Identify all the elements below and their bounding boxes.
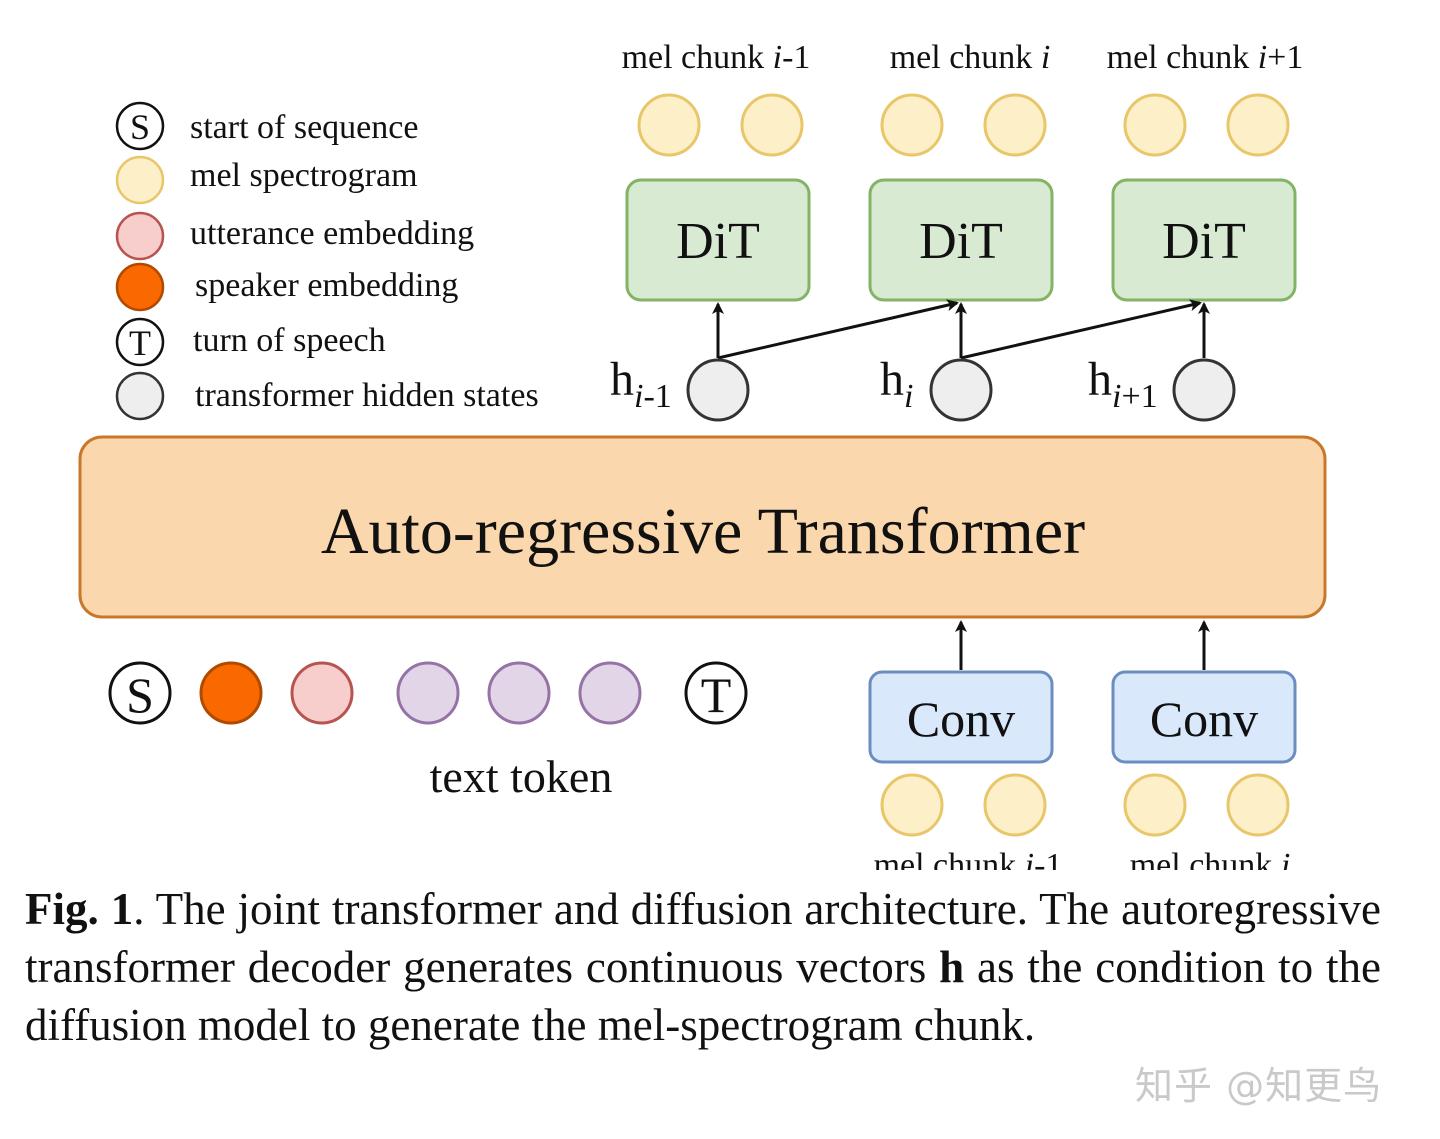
input-tokens: S T text token — [108, 661, 748, 802]
hidden-to-dit-arrows — [712, 299, 1210, 360]
bottom-chunk-label: mel chunk i-1 — [874, 847, 1063, 870]
top-chunk-label: mel chunk i — [890, 39, 1051, 76]
start-token — [108, 661, 172, 725]
caption-text: as the condition to the diffusion model … — [25, 942, 1381, 1050]
hidden-state-circle — [686, 358, 750, 422]
start-token-letter: S — [126, 667, 154, 723]
legend-label: utterance embedding — [190, 215, 474, 252]
hidden-states: hi-1 hi hi+1 — [610, 353, 1236, 422]
legend-item-speaker: speaker embedding — [115, 262, 458, 312]
turn-symbol-letter: T — [129, 323, 151, 363]
mel-frame-circle — [1226, 773, 1290, 837]
hidden-state-circle — [929, 358, 993, 422]
conv-to-transformer-arrows — [955, 620, 1210, 670]
dit-box — [625, 178, 811, 302]
hidden-state-label: hi-1 — [610, 353, 672, 415]
dit-block-1: DiT — [625, 178, 811, 302]
hidden-state-circle — [1172, 358, 1236, 422]
top-chunk-labels: mel chunk i-1 mel chunk i mel chunk i+1 — [622, 39, 1304, 76]
text-token-label: text token — [430, 751, 613, 802]
dit-label: DiT — [1162, 213, 1246, 270]
hidden-state-label: hi — [880, 353, 913, 415]
legend-label: speaker embedding — [195, 267, 458, 304]
caption-bold-symbol: h — [939, 942, 965, 992]
turn-token-letter: T — [701, 667, 732, 723]
turn-token — [684, 661, 748, 725]
legend-item-turn: T turn of speech — [115, 317, 386, 367]
utterance-embedding-token — [290, 661, 354, 725]
turn-symbol-icon — [115, 317, 165, 367]
legend-label: start of sequence — [190, 109, 418, 146]
transformer-label: Auto-regressive Transformer — [321, 495, 1085, 568]
text-token — [578, 661, 642, 725]
figure-number: Fig. 1 — [25, 884, 134, 934]
speaker-embedding-icon — [115, 262, 165, 312]
mel-frame-circle — [1123, 773, 1187, 837]
legend-item-mel: mel spectrogram — [115, 155, 418, 205]
legend-label: turn of speech — [193, 322, 386, 359]
mel-frame-circle — [983, 773, 1047, 837]
mel-frame-circle — [1123, 93, 1187, 157]
start-symbol-letter: S — [130, 107, 150, 147]
top-chunk-label: mel chunk i-1 — [622, 39, 811, 76]
mel-frame-circle — [637, 93, 701, 157]
legend-label: mel spectrogram — [190, 157, 418, 194]
speaker-embedding-token — [199, 661, 263, 725]
figure-caption: Fig. 1. The joint transformer and diffus… — [25, 880, 1381, 1054]
conv-block-1: Conv — [868, 670, 1054, 764]
mel-frame-circle — [740, 93, 804, 157]
arrow-diagonal — [960, 299, 1202, 360]
legend-label: transformer hidden states — [195, 377, 539, 414]
mel-frame-circle — [983, 93, 1047, 157]
hidden-state-icon — [115, 371, 165, 421]
legend: S start of sequence mel spectrogram utte… — [115, 101, 539, 421]
mel-frame-circle — [1226, 93, 1290, 157]
top-chunk-label: mel chunk i+1 — [1107, 39, 1304, 76]
transformer-box — [78, 435, 1327, 619]
bottom-chunk-labels: mel chunk i-1 mel chunk i — [874, 847, 1291, 870]
text-token — [396, 661, 460, 725]
conv-box — [868, 670, 1054, 764]
dit-label: DiT — [676, 213, 760, 270]
legend-item-start: S start of sequence — [115, 101, 418, 151]
top-mel-circles — [637, 93, 1290, 157]
transformer-block: Auto-regressive Transformer — [78, 435, 1327, 619]
architecture-diagram: S start of sequence mel spectrogram utte… — [78, 39, 1327, 870]
start-symbol-icon — [115, 101, 165, 151]
hidden-state-label: hi+1 — [1088, 353, 1158, 415]
caption-text: . The joint transformer and diffusion ar… — [25, 884, 1381, 992]
dit-label: DiT — [919, 213, 1003, 270]
watermark: 知乎 @知更鸟 — [1135, 1064, 1383, 1108]
utterance-embedding-icon — [115, 211, 165, 261]
bottom-mel-circles — [880, 773, 1290, 837]
mel-frame-circle — [880, 93, 944, 157]
text-token — [487, 661, 551, 725]
dit-box — [1111, 178, 1297, 302]
conv-block-2: Conv — [1111, 670, 1297, 764]
legend-item-utterance: utterance embedding — [115, 211, 474, 261]
conv-box — [1111, 670, 1297, 764]
dit-block-2: DiT — [868, 178, 1054, 302]
conv-label: Conv — [1150, 691, 1258, 747]
bottom-chunk-label: mel chunk i — [1130, 847, 1291, 870]
mel-spectrogram-icon — [115, 155, 165, 205]
mel-frame-circle — [880, 773, 944, 837]
dit-box — [868, 178, 1054, 302]
conv-label: Conv — [907, 691, 1015, 747]
dit-block-3: DiT — [1111, 178, 1297, 302]
arrow-diagonal — [717, 299, 959, 360]
legend-item-hidden: transformer hidden states — [115, 371, 539, 421]
